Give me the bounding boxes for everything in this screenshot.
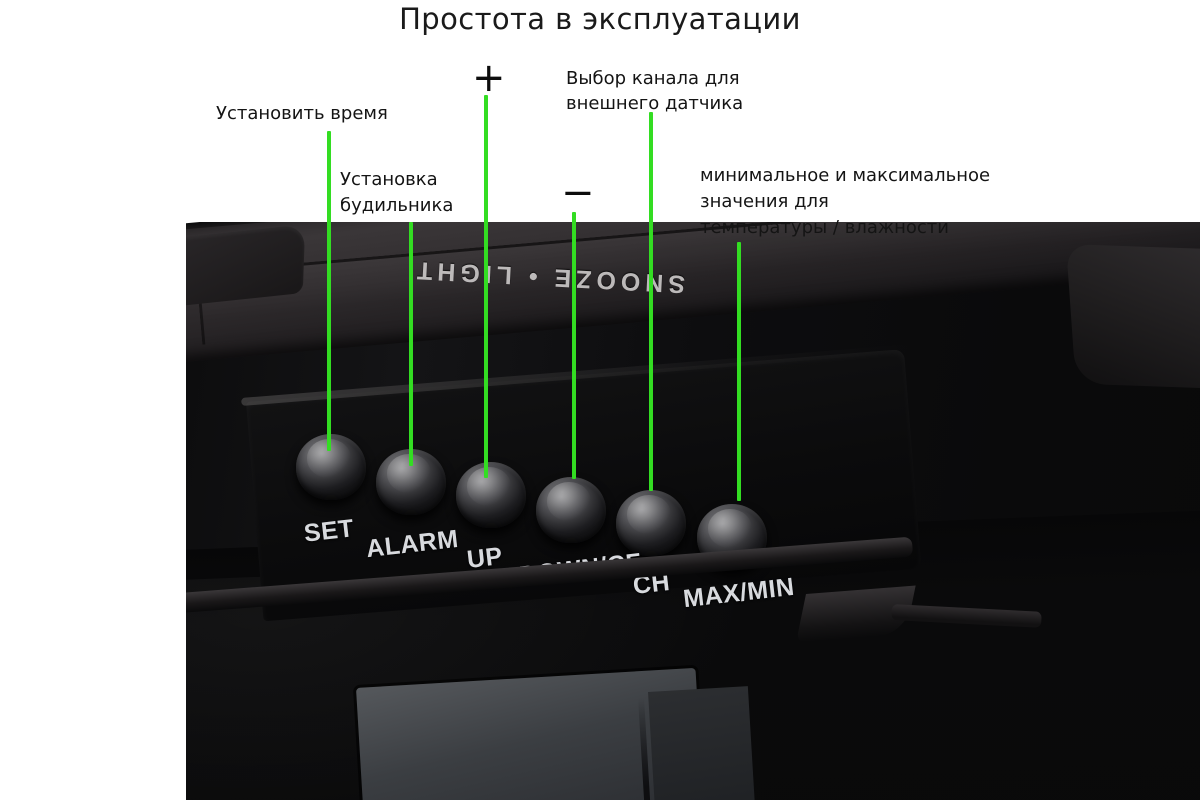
button-highlight (467, 467, 511, 506)
leader-line-channel (649, 112, 653, 491)
device-photo: SNOOZE • LIGHT SET ALARM UP DOWN/CF CH M… (186, 222, 1200, 800)
button-highlight (708, 509, 752, 548)
callout-minus-symbol: − (561, 170, 595, 216)
caption-set: SET (302, 514, 356, 548)
callout-min-max: минимальное и максимальное значения для … (700, 165, 991, 238)
lcd-right-bezel (648, 686, 767, 800)
callout-set-time: Установить время (216, 103, 388, 124)
leader-line-plus (484, 95, 488, 478)
leader-line-min-max (737, 242, 741, 501)
leader-line-minus (572, 212, 576, 479)
button-down-cf[interactable] (530, 472, 612, 546)
button-set[interactable] (290, 429, 372, 503)
leader-line-set-time (327, 131, 331, 451)
callout-alarm-setting: Установка будильника (340, 169, 454, 216)
button-up[interactable] (450, 457, 532, 531)
button-ch[interactable] (610, 485, 692, 559)
button-highlight (627, 495, 671, 534)
callout-channel: Выбор канала для внешнего датчика (566, 68, 744, 114)
device-lid-right-cap (1066, 244, 1200, 392)
callout-plus-symbol: + (472, 55, 506, 101)
leader-line-alarm-setting (409, 222, 413, 466)
page-title: Простота в эксплуатации (399, 2, 801, 36)
button-highlight (547, 482, 591, 521)
